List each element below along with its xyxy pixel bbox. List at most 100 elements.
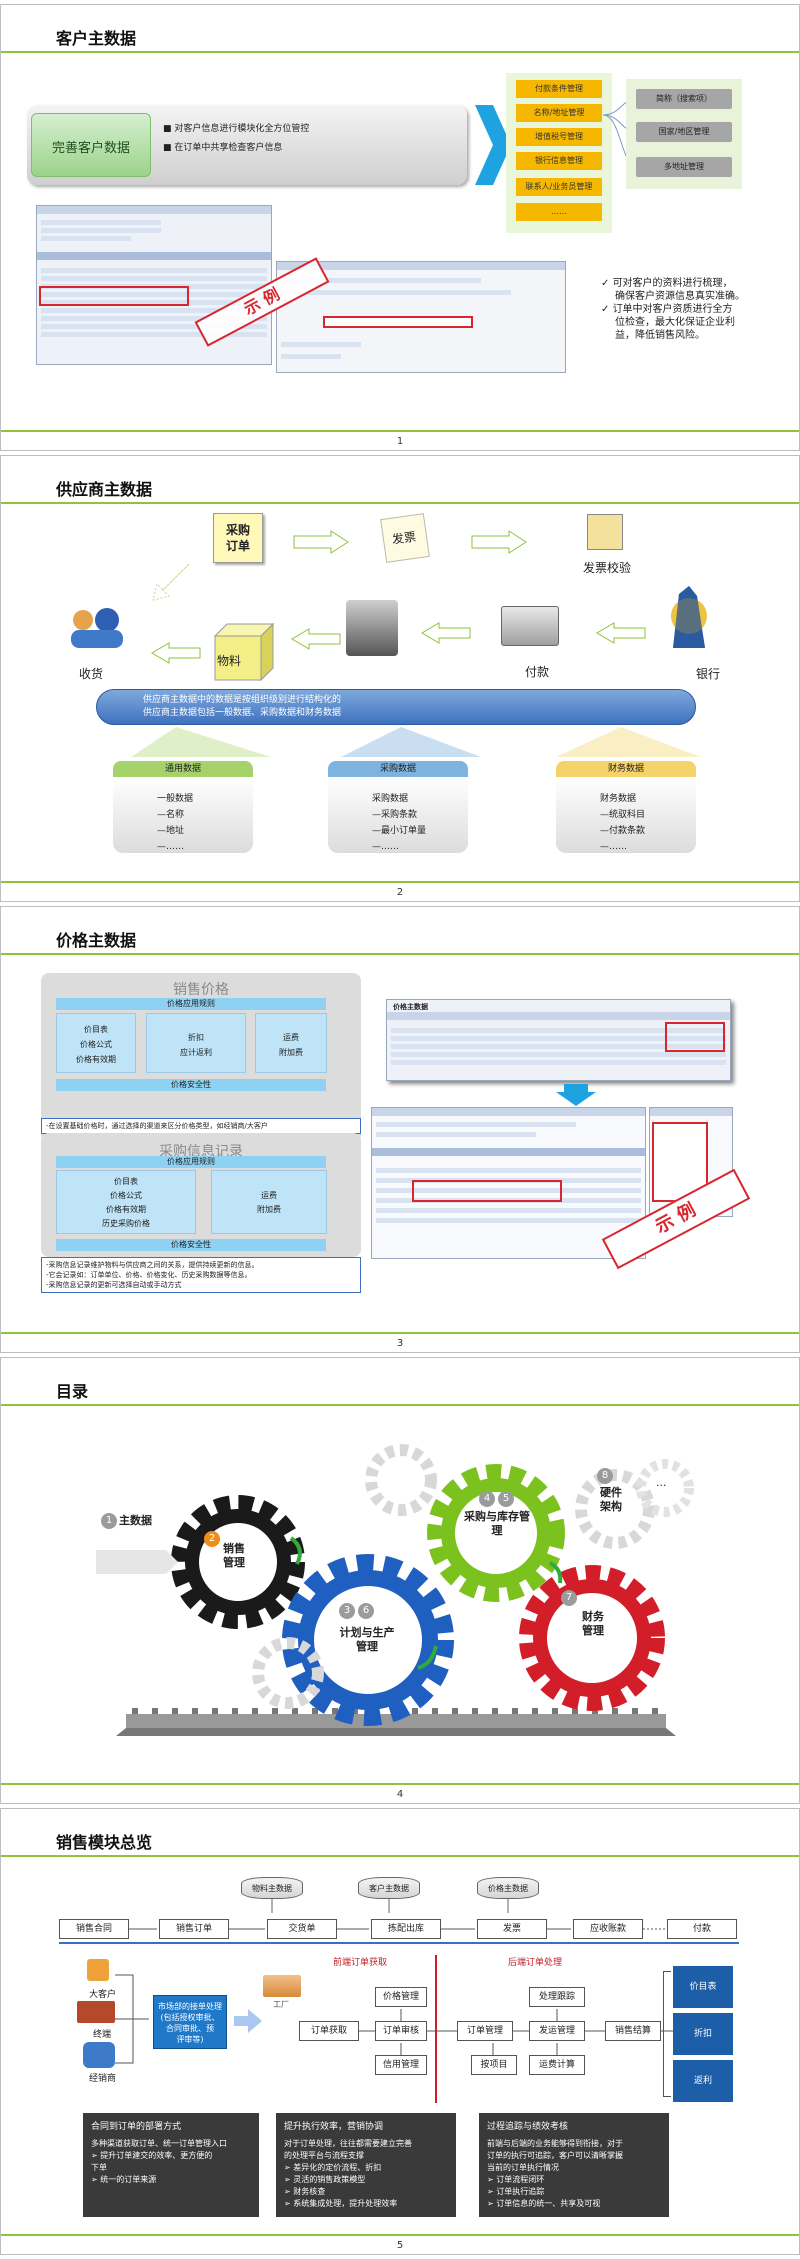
db-icon: 物料主数据 [241,1877,303,1899]
flow-step: 付款 [667,1919,737,1939]
arrow-left-icon [151,642,201,664]
slide-title: 供应商主数据 [56,480,153,499]
flow-arrows [129,1928,665,1930]
toc-item: 硬件架构 [600,1486,622,1513]
category-body: 财务数据 —统驭科目 —付款条款 —…… [556,777,696,853]
icon-label: 经销商 [89,2074,117,2084]
bracket-lines [115,1974,149,2064]
panel-deploy: 合同到订单的部署方式 多种渠道获取订单、统一订单管理入口 ➢ 提升订单建交的效率… [83,2113,259,2217]
db-icon: 客户主数据 [358,1877,420,1899]
discount-tile: 折扣 [673,2013,733,2055]
arrow-down-icon [556,1084,596,1106]
orange-item: …… [516,203,602,221]
arrow-diag-icon [152,563,190,601]
price-mgmt: 价格管理 [375,1987,427,2007]
toc-badge: 6 [358,1603,374,1619]
sales-settle: 销售结算 [605,2021,661,2041]
slide-title: 销售模块总览 [56,1833,153,1852]
front-connectors [359,2009,439,2055]
orange-item: 名称/地址管理 [516,104,602,122]
price-master-window: 价格主数据 [386,999,731,1081]
bullet-2: ■ 在订单中共享检查客户信息 [163,143,283,153]
page-number: 4 [396,1789,404,1800]
po-icon: 采购订单 [213,513,263,563]
toc-badge: 5 [498,1491,514,1507]
receive-label: 收货 [79,667,104,681]
slide-title: 客户主数据 [56,29,137,48]
rebate-tile: 返利 [673,2060,733,2102]
category-head: 通用数据 [113,761,253,777]
price-rule-bar: 价格应用规则 [56,1156,326,1168]
market-box: 市场部的接单处理(包括授权审批、合同审批、预评审等) [153,1995,227,2049]
footer-rule [1,881,799,883]
flow-step: 交货单 [267,1919,337,1939]
purchase-col-1: 价目表价格公式价格有效期历史采购价格 [56,1170,196,1234]
title-rule [1,1404,799,1406]
orange-item: 付款条件管理 [516,80,602,98]
arrow-left-icon [421,622,471,644]
slide-customer-master: 客户主数据 完善客户数据 ■ 对客户信息进行模块化全方位管控 ■ 在订单中共享检… [0,4,800,451]
flow-step: 拣配出库 [371,1919,441,1939]
toc-item: 销售管理 [223,1542,245,1569]
db-connectors [271,1899,509,1913]
arrow-chevron-icon [475,105,511,185]
check-item: ✓ 订单中对客户资质进行全方 [601,304,733,315]
footer-rule [1,1332,799,1334]
slide-vendor-master: 供应商主数据 采购订单 发票 发票校验 银行 付款 物料 收货 供应商主数据 [0,455,800,902]
footer-rule [1,430,799,432]
big-customer-icon [87,1959,109,1981]
toc-item: ... [656,1476,667,1489]
slide-title: 价格主数据 [56,931,137,950]
flow-step: 发票 [477,1919,547,1939]
toc-item: 主数据 [119,1514,152,1527]
panel-efficiency: 提升执行效率，营销协调 对于订单处理，往往都需要建立完善 的处理平台与流程支撑 … [276,2113,456,2217]
category-head: 财务数据 [556,761,696,777]
page-number: 5 [396,2240,404,2251]
purchase-notes: -采购信息记录维护物料与供应商之间的关系，提供持续更新的信息。 -它会记录如：订… [41,1257,361,1293]
flow-step: 销售订单 [159,1919,229,1939]
main-box-label: 完善客户数据 [51,141,130,156]
check-item: ✓ 可对客户的资料进行梳理， [601,278,733,289]
category-head: 采购数据 [328,761,468,777]
toc-badge: 8 [597,1468,613,1484]
freight-calc: 运费计算 [529,2055,585,2075]
icon-label: 大客户 [89,1990,117,2000]
spotlight-shapes [131,727,701,757]
sales-col-1: 价目表价格公式价格有效期 [56,1013,136,1073]
title-rule [1,502,799,504]
title-rule [1,953,799,955]
price-rule-bar: 价格应用规则 [56,998,326,1010]
panel-tracking: 过程追踪与绩效考核 前端与后端的业务能够得到衔接，对于 订单的执行可追踪，客户可… [479,2113,669,2217]
sales-col-2: 折扣应计返利 [146,1013,246,1073]
toc-item: 财务管理 [582,1610,604,1637]
footer-rule [1,2234,799,2236]
gray-item: 国家/地区管理 [636,122,732,142]
gears-graphic [96,1444,694,1736]
red-divider [435,1955,437,2103]
toc-item: 采购与库存管理 [464,1510,530,1537]
by-item: 按项目 [471,2055,517,2075]
check-list: ✓ 可对客户的资料进行梳理， 确保客户资源信息真实准确。 ✓ 订单中对客户资质进… [601,278,745,341]
credit-mgmt: 信用管理 [375,2055,427,2075]
pay-label: 付款 [525,665,550,679]
ship-manage: 发运管理 [529,2021,585,2041]
material-cube-icon [213,622,275,682]
cash-register-icon [501,606,559,646]
orange-item: 增值税号管理 [516,128,602,146]
db-icon: 价格主数据 [477,1877,539,1899]
page-number: 3 [396,1338,404,1349]
footer-rule [1,1783,799,1785]
back-connectors [437,2009,673,2055]
receive-icon [67,604,129,654]
icon-label: 终端 [93,2030,112,2040]
flow-step: 应收账款 [573,1919,643,1939]
price-list-tile: 价目表 [673,1966,733,2008]
slide-sales-overview: 销售模块总览 物料主数据 客户主数据 价格主数据 销售合同 销售订单 交货单 拣… [0,1808,800,2255]
process-track: 处理跟踪 [529,1987,585,2007]
main-box: 完善客户数据 [31,113,151,177]
arrow-left-icon [291,628,341,650]
terminal-icon [77,2001,115,2023]
toc-item: 计划与生产管理 [339,1626,395,1653]
slide-price-master: 价格主数据 销售价格 价格应用规则 价目表价格公式价格有效期 折扣应计返利 运费… [0,906,800,1353]
toc-badge: 1 [101,1513,117,1529]
